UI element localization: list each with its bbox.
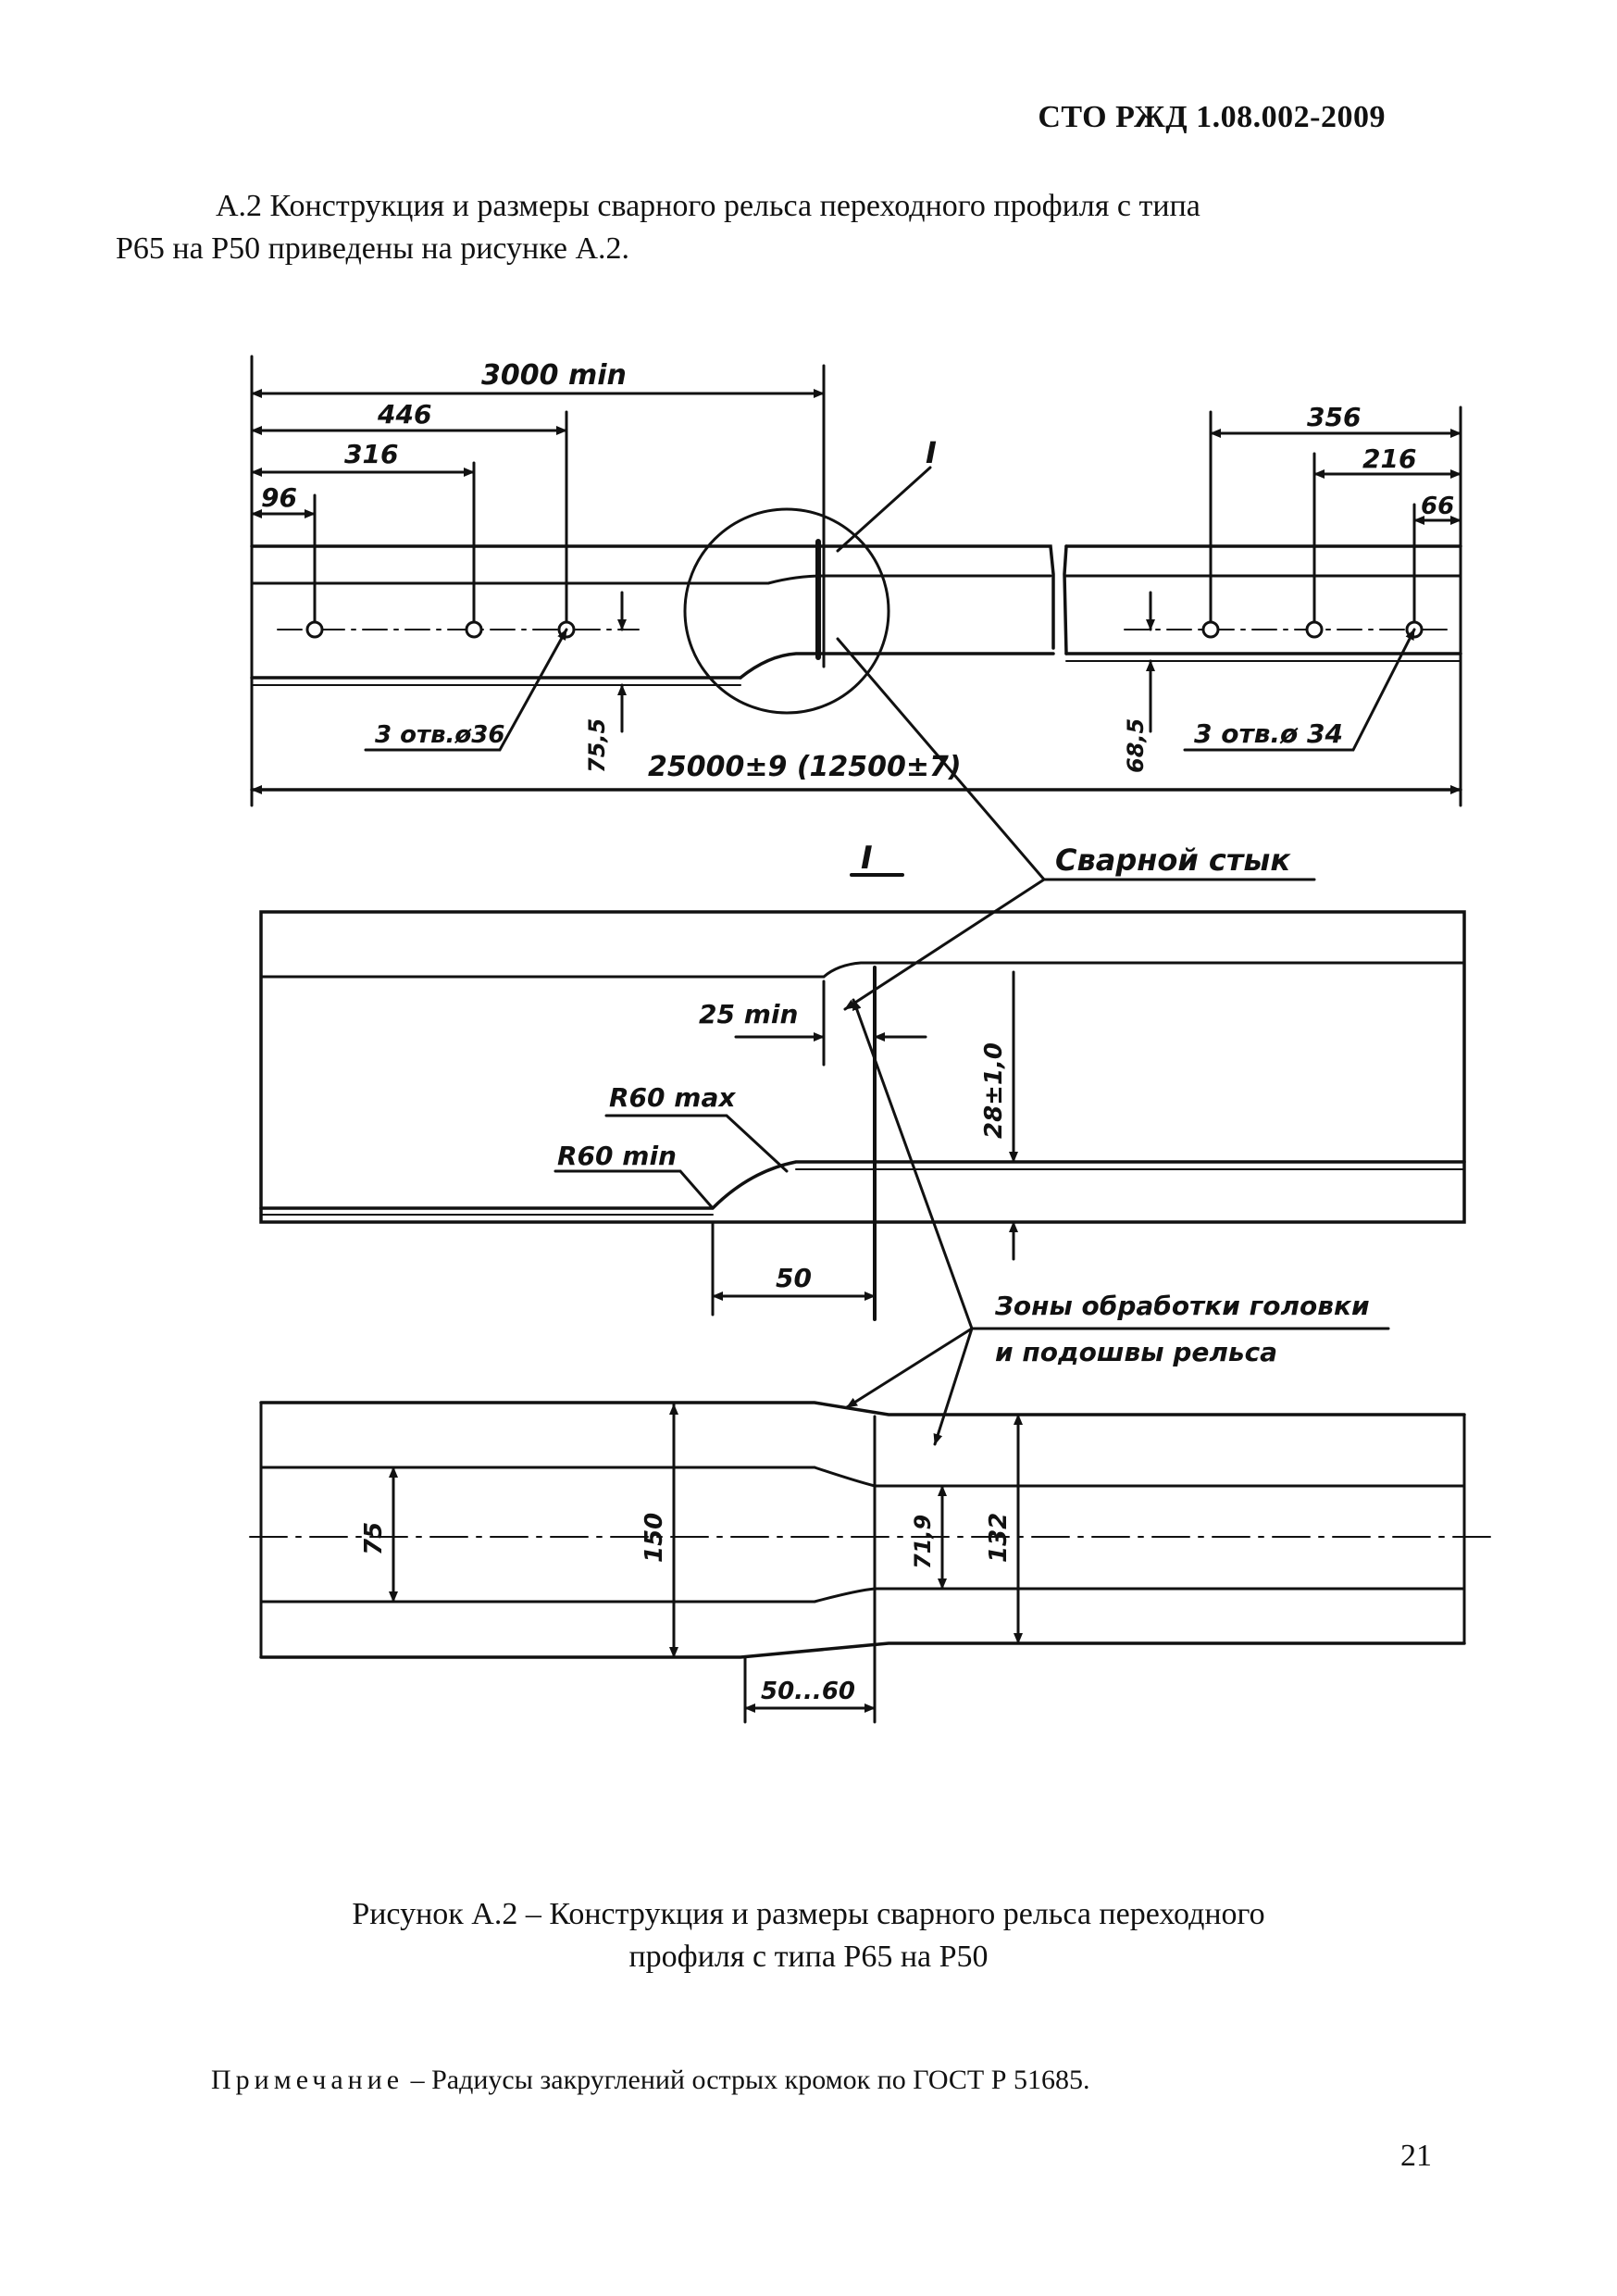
dim-71-9: 71,9	[910, 1515, 936, 1569]
technical-drawing: 3000 min 446 316 96 356 216 66 I 3 отв.ø…	[0, 343, 1617, 1731]
dim-96: 96	[261, 482, 297, 513]
dim-316: 316	[344, 439, 398, 469]
r60max-label: R60 max	[609, 1082, 736, 1113]
document-code: СТО РЖД 1.08.002-2009	[1038, 100, 1386, 134]
note: Примечание – Радиусы закруглений острых …	[211, 2065, 1089, 2096]
figure-caption: Рисунок А.2 – Конструкция и размеры свар…	[0, 1893, 1617, 1978]
holes-right-label: 3 отв.ø 34	[1194, 718, 1343, 749]
foot-view	[249, 1401, 1491, 1724]
dim-68-5: 68,5	[1123, 718, 1149, 773]
dim-75-5: 75,5	[584, 718, 610, 773]
dim-216: 216	[1362, 443, 1416, 474]
page-number: 21	[1400, 2139, 1432, 2173]
detail-view	[259, 873, 1466, 1446]
note-text: – Радиусы закруглений острых кромок по Г…	[404, 2065, 1090, 2095]
intro-paragraph: А.2 Конструкция и размеры сварного рельс…	[116, 185, 1476, 270]
detail-mark: I	[926, 435, 937, 470]
caption-line-2: профиля с типа Р65 на Р50	[628, 1940, 989, 1974]
dim-356: 356	[1307, 402, 1361, 432]
dim-66: 66	[1421, 493, 1454, 520]
zones-label-1: Зоны обработки головки	[994, 1291, 1370, 1321]
zones-label-2: и подошвы рельса	[995, 1337, 1277, 1367]
dim-50: 50	[776, 1263, 812, 1293]
dim-50-60: 50...60	[761, 1678, 855, 1705]
rail-drawing-svg: 3000 min 446 316 96 356 216 66 I 3 отв.ø…	[249, 355, 1491, 1724]
dim-length: 25000±9 (12500±7)	[648, 751, 962, 783]
rail-side-view	[250, 355, 1462, 881]
dim-132: 132	[985, 1513, 1013, 1563]
intro-line-1: А.2 Конструкция и размеры сварного рельс…	[216, 189, 1200, 223]
dim-75: 75	[360, 1522, 388, 1555]
note-label: Примечание	[211, 2065, 404, 2095]
r60min-label: R60 min	[557, 1141, 677, 1171]
caption-line-1: Рисунок А.2 – Конструкция и размеры свар…	[352, 1897, 1265, 1931]
holes-left-label: 3 отв.ø36	[375, 721, 504, 749]
dim-150: 150	[641, 1513, 668, 1563]
detail-title: I	[861, 840, 873, 877]
weld-label: Сварной стык	[1055, 842, 1291, 878]
dim-28: 28±1,0	[980, 1042, 1008, 1139]
dim-446: 446	[377, 399, 431, 430]
intro-line-2: Р65 на Р50 приведены на рисунке А.2.	[116, 231, 630, 266]
dim-3000: 3000 min	[481, 359, 627, 392]
dim-25min: 25 min	[699, 999, 798, 1029]
